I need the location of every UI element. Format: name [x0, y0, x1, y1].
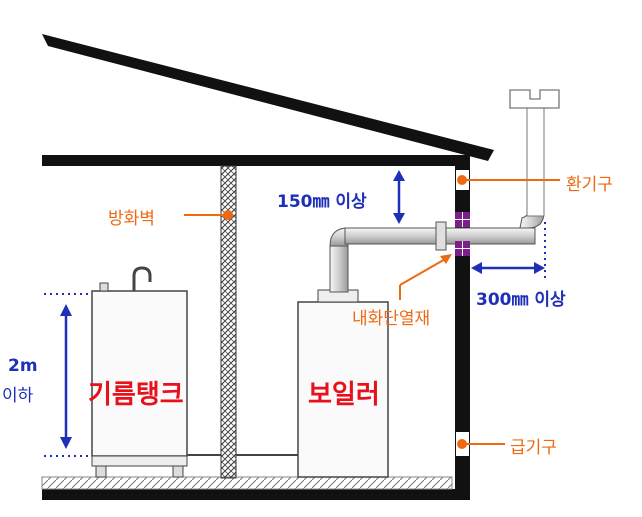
roof [42, 34, 494, 161]
firewall [220, 165, 237, 479]
intake-label: 급기구 [510, 438, 557, 458]
chimney-cap [509, 89, 560, 109]
ceiling [42, 155, 470, 166]
firewall-dot [223, 210, 233, 220]
tank-height-value: 2m [8, 356, 38, 376]
clearance-side-label: 300㎜ 이상 [476, 290, 566, 310]
floor [42, 489, 470, 500]
chimney-pipe [526, 107, 545, 217]
firewall-label: 방화벽 [108, 209, 155, 229]
boiler [297, 227, 389, 478]
insulation-arrow-line [399, 257, 448, 286]
fire-insulation-label: 내화단열재 [352, 309, 431, 329]
oil-tank [91, 266, 300, 478]
tank-height-dimension [44, 293, 92, 457]
clearance-top-dimension [393, 170, 405, 224]
fire-insulation [455, 212, 470, 256]
exhaust-label: 환기구 [566, 175, 613, 195]
oil-tank-label: 기름탱크 [88, 380, 184, 410]
intake-dot [457, 439, 467, 449]
boiler-label: 보일러 [308, 380, 380, 410]
flue-collar [435, 221, 447, 251]
clearance-top-label: 150㎜ 이상 [277, 192, 367, 212]
floor-hatch [41, 476, 453, 490]
insulation-arrowhead [440, 254, 452, 264]
clearance-side-dimension [471, 222, 546, 282]
tank-height-suffix: 이하 [2, 386, 34, 406]
exhaust-dot [457, 175, 467, 185]
